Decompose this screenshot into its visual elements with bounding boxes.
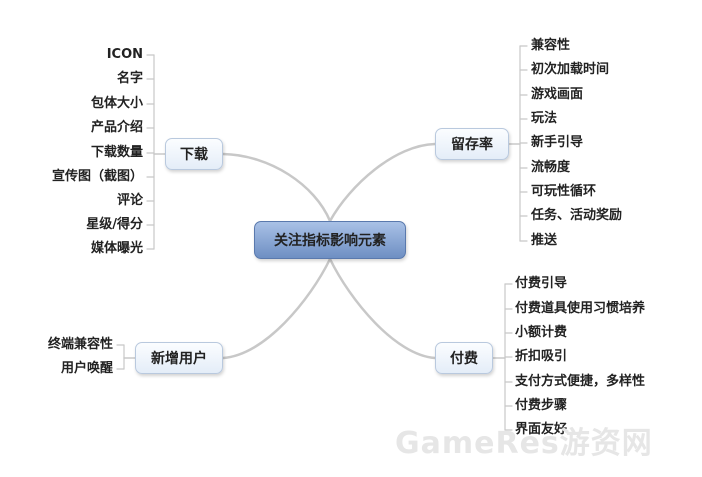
retention-item[interactable]: 兼容性 xyxy=(531,38,571,53)
branch-download-label: 下载 xyxy=(180,147,208,163)
retention-item[interactable]: 初次加载时间 xyxy=(531,62,610,77)
download-item[interactable]: 媒体曝光 xyxy=(90,241,143,256)
branch-payment[interactable]: 付费 xyxy=(435,342,493,374)
payment-item[interactable]: 付费引导 xyxy=(515,276,568,291)
payment-item[interactable]: 折扣吸引 xyxy=(515,349,568,364)
link-center-download xyxy=(221,152,332,223)
retention-item[interactable]: 新手引导 xyxy=(531,135,584,150)
download-item[interactable]: 包体大小 xyxy=(90,96,143,111)
payment-item[interactable]: 付费步骤 xyxy=(515,398,568,413)
download-item[interactable]: 产品介绍 xyxy=(90,120,143,135)
branch-retention[interactable]: 留存率 xyxy=(435,128,509,160)
payment-item[interactable]: 界面友好 xyxy=(515,422,568,437)
payment-item[interactable]: 小额计费 xyxy=(515,325,568,340)
retention-item[interactable]: 玩法 xyxy=(531,111,558,126)
download-item[interactable]: 宣传图（截图） xyxy=(51,169,143,184)
retention-item[interactable]: 流畅度 xyxy=(531,160,571,175)
download-item[interactable]: 下载数量 xyxy=(90,145,143,160)
branch-download[interactable]: 下载 xyxy=(165,138,223,170)
download-item[interactable]: ICON xyxy=(106,47,143,62)
link-center-retention xyxy=(328,142,437,223)
download-item[interactable]: 名字 xyxy=(116,71,143,86)
download-item[interactable]: 评论 xyxy=(116,193,143,208)
branch-retention-label: 留存率 xyxy=(451,137,493,153)
central-topic[interactable]: 关注指标影响元素 xyxy=(254,221,406,259)
retention-item[interactable]: 游戏画面 xyxy=(531,87,584,102)
watermark-logo: GameRes游资网 xyxy=(395,426,653,461)
link-center-payment xyxy=(328,257,437,360)
central-topic-label: 关注指标影响元素 xyxy=(274,233,386,249)
new-users-item[interactable]: 终端兼容性 xyxy=(47,337,113,352)
download-item[interactable]: 星级/得分 xyxy=(86,217,143,232)
branch-payment-label: 付费 xyxy=(450,351,478,367)
payment-item[interactable]: 付费道具使用习惯培养 xyxy=(515,301,646,316)
link-center-new-users xyxy=(221,257,332,360)
retention-item[interactable]: 可玩性循环 xyxy=(531,184,597,199)
payment-item[interactable]: 支付方式便捷，多样性 xyxy=(515,374,646,389)
branch-new-users-label: 新增用户 xyxy=(151,351,207,367)
new-users-item[interactable]: 用户唤醒 xyxy=(60,361,113,376)
branch-new-users[interactable]: 新增用户 xyxy=(135,342,223,374)
retention-item[interactable]: 推送 xyxy=(531,233,558,248)
retention-item[interactable]: 任务、活动奖励 xyxy=(531,208,623,223)
